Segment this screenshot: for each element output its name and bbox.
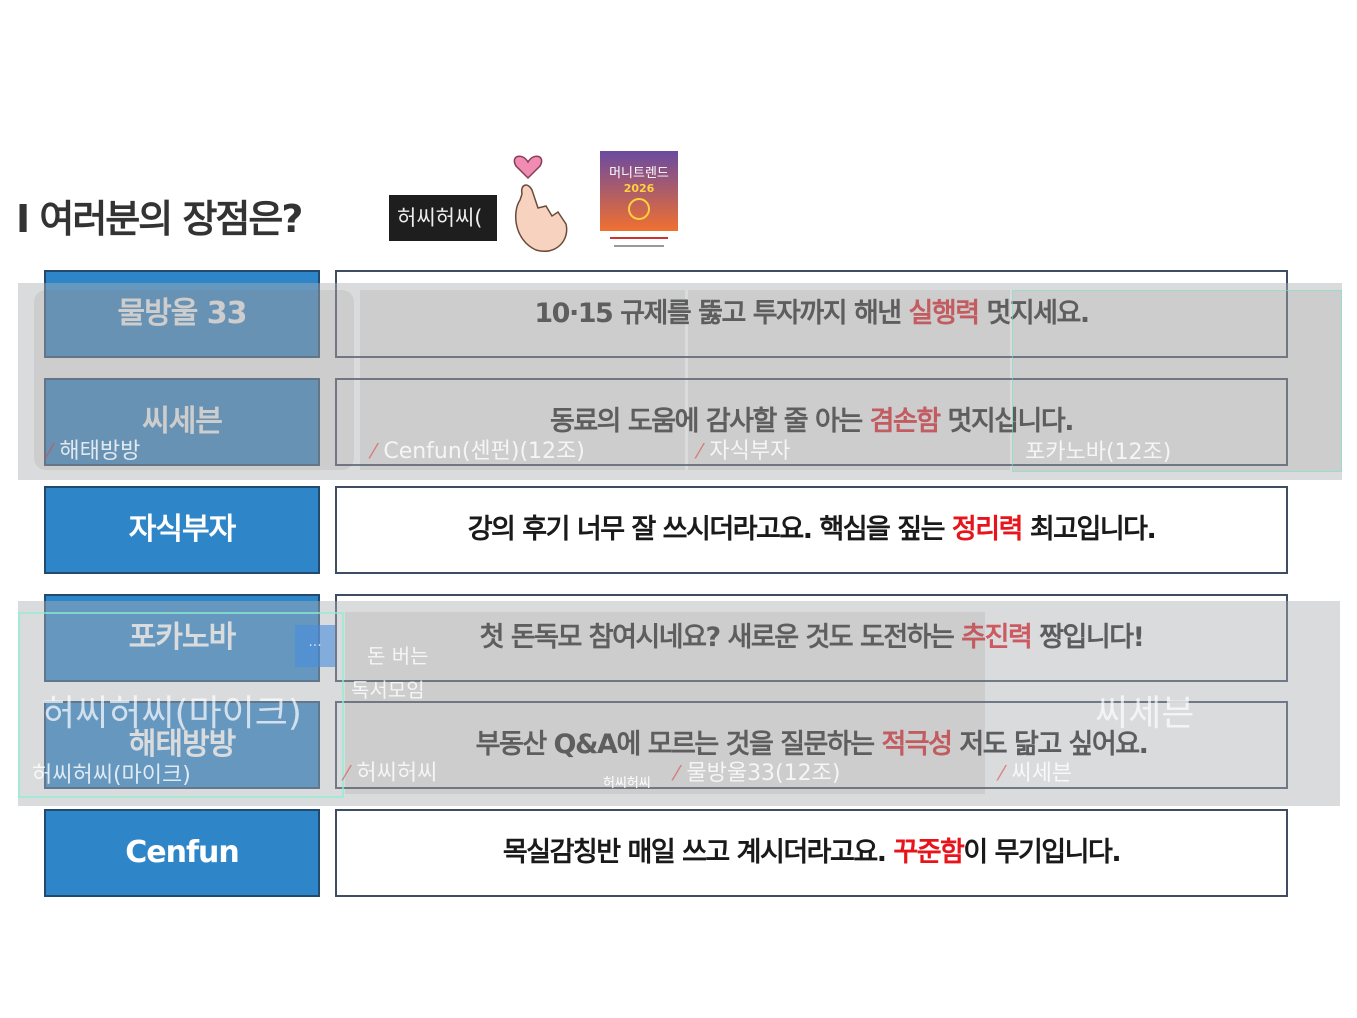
message-text: 첫 돈독모 참여시네요? 새로운 것도 도전하는 xyxy=(479,622,962,653)
participant-name: 해태방방 xyxy=(59,439,141,464)
praise-row: 자식부자 강의 후기 너무 잘 쓰시더라고요. 핵심을 짚는 정리력 최고입니다… xyxy=(0,486,1357,576)
praise-message: 강의 후기 너무 잘 쓰시더라고요. 핵심을 짚는 정리력 최고입니다. xyxy=(335,486,1288,574)
praise-row: 씨세븐 동료의 도움에 감사할 줄 아는 겸손함 멋지십니다. xyxy=(0,378,1357,468)
praise-row: Cenfun 목실감칭반 매일 쓰고 계시더라고요. 꾸준함이 무기입니다. xyxy=(0,809,1357,899)
praise-row: 물방울 33 10·15 규제를 뚫고 투자까지 해낸 실행력 멋지세요. xyxy=(0,270,1357,360)
video-tile[interactable]: ⁄ 자식부자 xyxy=(688,290,1010,470)
praise-message: 목실감칭반 매일 쓰고 계시더라고요. 꾸준함이 무기입니다. xyxy=(335,809,1288,897)
highlight-keyword: 실행력 xyxy=(908,298,981,329)
praise-message: 동료의 도움에 감사할 줄 아는 겸손함 멋지십니다. xyxy=(335,378,1288,466)
praise-row: 해태방방 부동산 Q&A에 모르는 것을 질문하는 적극성 저도 닮고 싶어요. xyxy=(0,701,1357,791)
finger-heart-icon xyxy=(513,155,568,253)
video-tile[interactable]: ⁄ 해태방방 xyxy=(34,290,354,470)
video-tile[interactable]: 씨세븐 ⁄ 씨세븐 xyxy=(990,612,1320,794)
message-text: 최고입니다. xyxy=(1021,514,1157,545)
mic-muted-icon: ⁄ xyxy=(1000,761,1004,785)
member-name: Cenfun xyxy=(44,809,320,897)
message-text: 동료의 도움에 감사할 줄 아는 xyxy=(550,406,870,437)
participant-name: 물방울33(12조) xyxy=(686,761,841,786)
message-text: 멋지십니다. xyxy=(939,406,1075,437)
highlight-keyword: 적극성 xyxy=(881,729,953,760)
book-title: 머니트렌드 xyxy=(609,166,669,181)
highlight-keyword: 정리력 xyxy=(951,514,1024,545)
member-name: 자식부자 xyxy=(44,486,320,574)
participant-name: Cenfun(센펀)(12조) xyxy=(383,439,585,464)
message-text: 부동산 Q&A에 모르는 것을 질문하는 xyxy=(475,729,882,760)
video-tile[interactable]: 돈 버는 독서모임 허씨허씨 ⁄ 허씨허씨 ⁄ 물방울33(12조) xyxy=(345,612,985,794)
participant-big-name: 씨세븐 xyxy=(1095,693,1195,734)
member-name: 해태방방 xyxy=(44,701,320,789)
praise-message: 10·15 규제를 뚫고 투자까지 해낸 실행력 멋지세요. xyxy=(335,270,1288,358)
praise-row: 포카노바 첫 돈독모 참여시네요? 새로운 것도 도전하는 추진력 짱입니다! xyxy=(0,594,1357,684)
speaker-name-chip: 허씨허씨( xyxy=(389,195,497,241)
slide-title: I 여러분의 장점은? xyxy=(16,197,303,241)
background-text: 돈 버는 xyxy=(367,644,429,668)
message-text: 10·15 규제를 뚫고 투자까지 해낸 xyxy=(534,298,909,329)
video-tile[interactable]: ⁄ Cenfun(센펀)(12조) xyxy=(360,290,685,470)
message-text: 목실감칭반 매일 쓰고 계시더라고요. xyxy=(502,837,894,868)
participant-name: 자식부자 xyxy=(709,439,791,464)
participant-name: 씨세븐 xyxy=(1011,761,1073,786)
more-options-button[interactable]: ··· xyxy=(295,625,335,667)
highlight-keyword: 겸손함 xyxy=(869,406,942,437)
message-text: 멋지세요. xyxy=(978,298,1090,329)
book-cover-image: 머니트렌드 2026 xyxy=(600,151,678,255)
participant-name: 포카노바(12조) xyxy=(1025,440,1172,465)
member-name: 씨세븐 xyxy=(44,378,320,466)
highlight-keyword: 꾸준함 xyxy=(893,837,965,868)
member-name: 포카노바 xyxy=(44,594,320,682)
praise-message: 첫 돈독모 참여시네요? 새로운 것도 도전하는 추진력 짱입니다! xyxy=(335,594,1288,682)
shirt-text: 허씨허씨 xyxy=(603,776,651,791)
participant-name: 허씨허씨 xyxy=(356,761,438,786)
video-tile-active[interactable]: 포카노바(12조) xyxy=(1012,290,1342,472)
mic-muted-icon: ⁄ xyxy=(698,439,702,463)
mic-muted-icon: ⁄ xyxy=(675,761,679,785)
mic-muted-icon: ⁄ xyxy=(345,761,349,785)
book-year: 2026 xyxy=(624,182,655,195)
highlight-keyword: 추진력 xyxy=(961,622,1033,653)
praise-message: 부동산 Q&A에 모르는 것을 질문하는 적극성 저도 닮고 싶어요. xyxy=(335,701,1288,789)
background-text: 독서모임 xyxy=(351,678,425,702)
mic-muted-icon: ⁄ xyxy=(48,439,52,463)
message-text: 짱입니다! xyxy=(1031,622,1145,653)
participant-name: 허씨허씨(마이크) xyxy=(32,763,191,788)
video-strip-2 xyxy=(18,601,1340,806)
message-text: 강의 후기 너무 잘 쓰시더라고요. 핵심을 짚는 xyxy=(467,514,952,545)
video-tile-active[interactable]: 허씨허씨(마이크) 허씨허씨(마이크) xyxy=(18,612,344,798)
video-strip-1 xyxy=(18,283,1342,480)
participant-big-name: 허씨허씨(마이크) xyxy=(42,693,302,734)
member-name: 물방울 33 xyxy=(44,270,320,358)
mic-muted-icon: ⁄ xyxy=(372,439,376,463)
message-text: 저도 닮고 싶어요. xyxy=(951,729,1148,760)
message-text: 이 무기입니다. xyxy=(963,837,1121,868)
